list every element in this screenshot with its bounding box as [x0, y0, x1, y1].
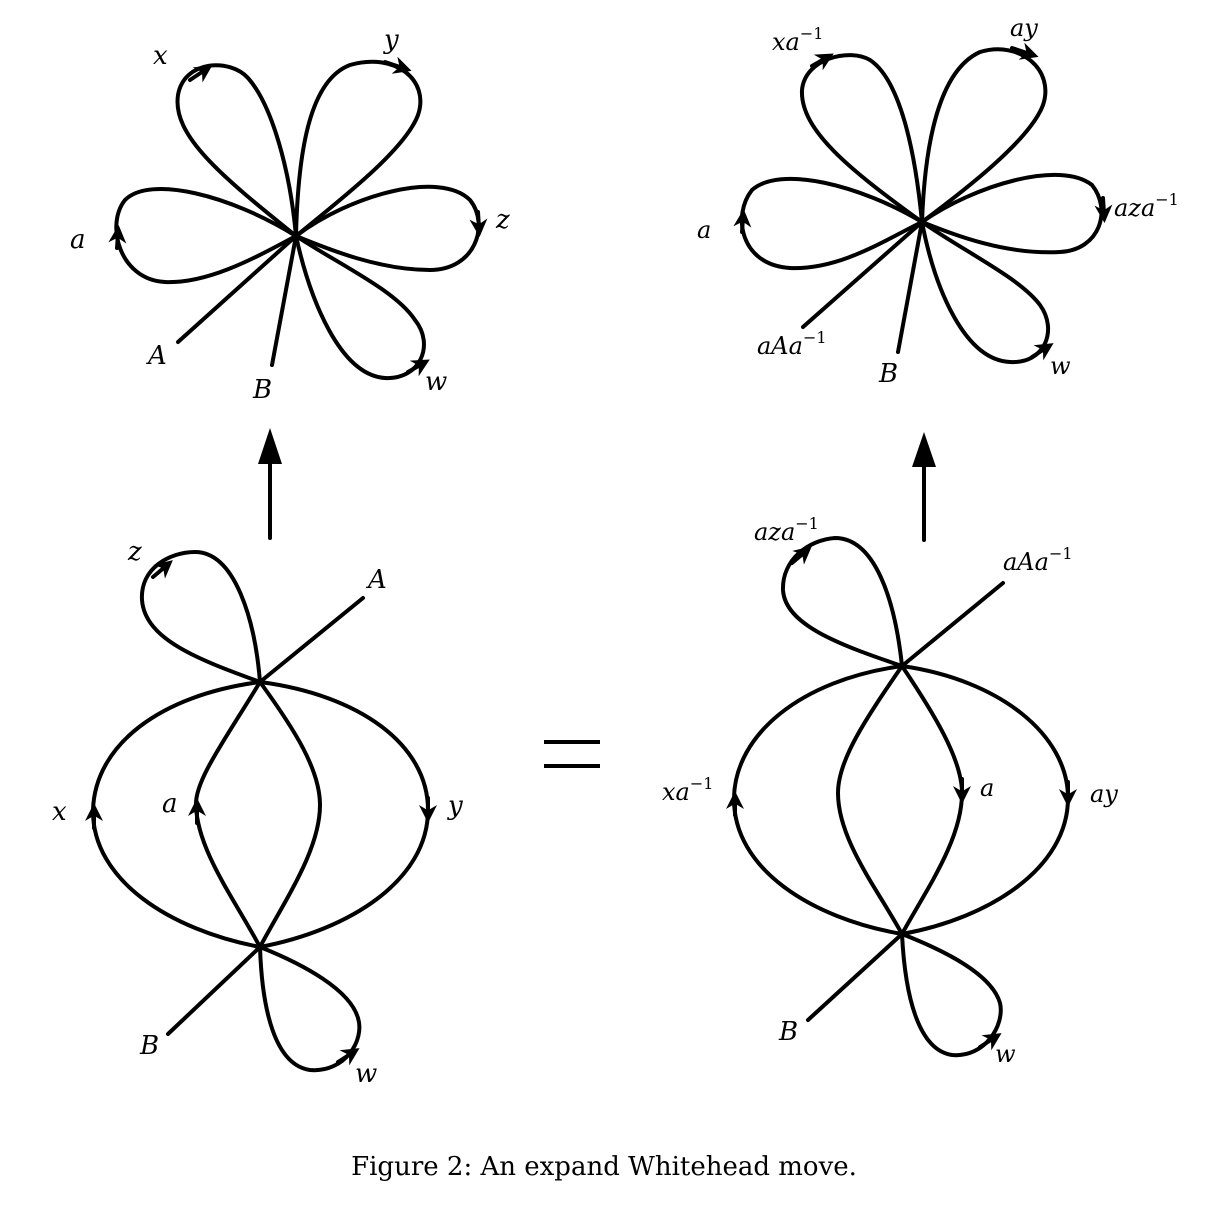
label-w: w: [1050, 352, 1071, 380]
label-a: a: [980, 774, 994, 802]
bottom-left-graph: z A x a y B w: [52, 537, 463, 1089]
arrow-z: [469, 210, 488, 237]
label-a: a: [162, 789, 178, 819]
arrow-z: [151, 560, 173, 579]
label-w: w: [425, 367, 447, 397]
edge-inner: [258, 680, 322, 949]
loop-aza: [920, 172, 1104, 255]
leg-aAa: [900, 581, 1005, 668]
equals-sign: [544, 740, 600, 768]
leg-B: [270, 234, 298, 367]
arrow-w: [978, 1033, 1002, 1051]
label-B: B: [778, 1017, 798, 1047]
label-A: A: [146, 341, 167, 371]
label-aAa: aAa−1: [1003, 544, 1073, 576]
label-w: w: [995, 1040, 1016, 1068]
loop-x: [175, 63, 298, 238]
label-aza: aza−1: [1114, 190, 1179, 222]
up-arrow-left-head: [258, 428, 282, 464]
label-a: a: [697, 216, 711, 244]
label-xa: xa−1: [662, 774, 713, 806]
label-z: z: [495, 205, 510, 235]
label-y: y: [383, 25, 399, 55]
label-a: a: [70, 225, 86, 255]
label-A: A: [366, 565, 387, 595]
label-y: y: [447, 791, 463, 821]
figure-caption: Figure 2: An expand Whitehead move.: [351, 1152, 857, 1182]
label-x: x: [153, 41, 168, 71]
arrow-ay: [1010, 42, 1039, 60]
loop-w: [900, 932, 1003, 1058]
edge-inner: [836, 664, 904, 936]
label-ay: ay: [1090, 780, 1118, 808]
loop-xa: [799, 53, 924, 224]
arrow-w: [336, 1048, 360, 1066]
label-B: B: [252, 375, 272, 405]
leg-B: [166, 945, 262, 1036]
loop-ay: [920, 47, 1048, 224]
leg-aAa: [801, 220, 924, 329]
edge-a: [900, 664, 964, 936]
label-xa: xa−1: [772, 24, 823, 56]
label-B: B: [878, 359, 898, 389]
move-arrows: [258, 428, 936, 542]
top-left-rose: x y z a A B w: [70, 25, 510, 405]
up-arrow-right-head: [912, 432, 936, 467]
label-aza: aza−1: [754, 514, 819, 546]
arrow-aza: [1094, 196, 1113, 223]
loop-y: [294, 59, 423, 238]
arrow-xa: [810, 53, 834, 71]
label-ay: ay: [1010, 14, 1038, 42]
top-right-rose: xa−1 ay aza−1 a aAa−1 B w: [697, 14, 1179, 389]
label-x: x: [52, 797, 67, 827]
arrow-a: [108, 225, 127, 250]
leg-B: [806, 932, 904, 1022]
arrow-a: [733, 209, 752, 234]
loop-w: [258, 945, 362, 1073]
arrow-x: [188, 65, 213, 83]
arrow-aza: [790, 546, 812, 565]
bottom-right-graph: aza−1 aAa−1 xa−1 a ay B w: [662, 514, 1118, 1068]
arrow-w: [406, 359, 430, 377]
arrow-w: [1030, 343, 1054, 361]
loop-a: [114, 187, 298, 285]
leg-A: [176, 234, 298, 344]
loop-a: [739, 176, 924, 271]
diagram-canvas: x y z a A B w xa−1 ay aza−1 a aAa−1 B w: [52, 14, 1179, 1089]
label-w: w: [355, 1059, 377, 1089]
leg-A: [258, 596, 365, 684]
label-aAa: aAa−1: [757, 328, 827, 360]
leg-B: [896, 220, 924, 354]
label-B: B: [139, 1031, 159, 1061]
arrow-y: [383, 56, 412, 74]
label-z: z: [127, 537, 142, 567]
loop-z: [294, 184, 481, 272]
edge-a: [193, 680, 262, 949]
